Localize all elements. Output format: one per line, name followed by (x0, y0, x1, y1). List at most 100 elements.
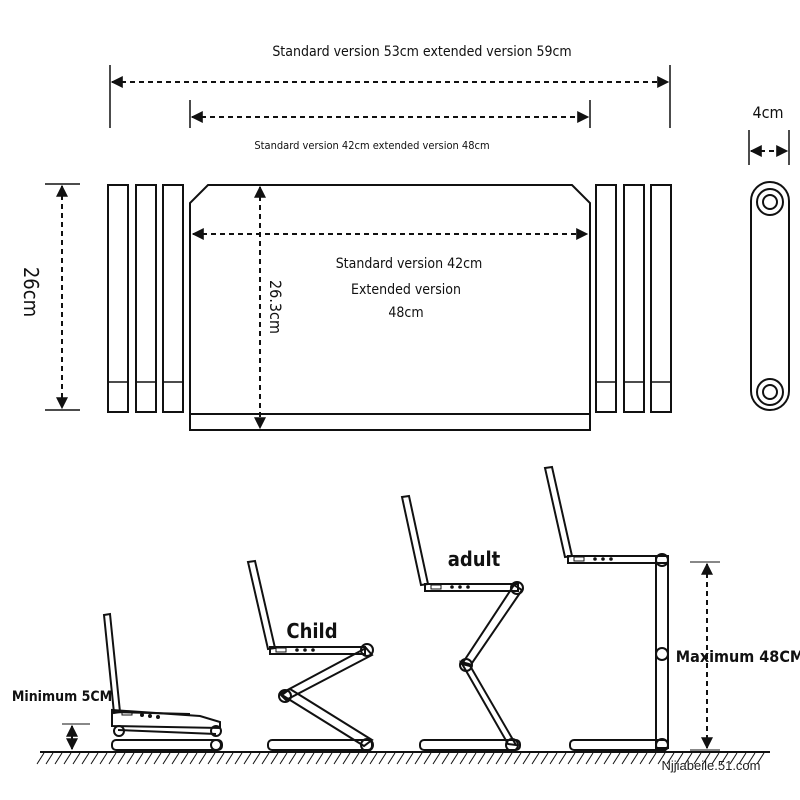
floor-hatch-line (558, 752, 567, 765)
floor-hatch-line (324, 752, 333, 765)
right-leg-bars (595, 184, 672, 413)
floor-hatch-line (117, 752, 126, 765)
floor-hatch-line (432, 752, 441, 765)
floor-hatch-line (450, 752, 459, 765)
floor-hatch-line (576, 752, 585, 765)
floor-hatch-line (270, 752, 279, 765)
tray-depth-label: 26.3cm (266, 280, 285, 334)
floor-hatch-line (423, 752, 432, 765)
floor-hatch-line (531, 752, 540, 765)
arm-width-label: 4cm (752, 103, 783, 122)
floor-hatch-line (387, 752, 396, 765)
arm-body (750, 181, 790, 411)
floor-hatch-line (180, 752, 189, 765)
height-views: Minimum 5CM Child (12, 465, 800, 765)
floor-hatch-line (297, 752, 306, 765)
stand-maximum: Maximum 48CM (543, 465, 800, 752)
tray-width-label-line2: Extended version (351, 282, 461, 298)
floor-hatch-line (144, 752, 153, 765)
left-depth-label: 26cm (19, 267, 43, 317)
floor-hatch-line (711, 752, 720, 765)
floor-hatch-line (216, 752, 225, 765)
floor-hatch-line (594, 752, 603, 765)
floor-hatch-line (99, 752, 108, 765)
floor-hatch-line (630, 752, 639, 765)
floor-hatch-line (288, 752, 297, 765)
floor-hatch-line (468, 752, 477, 765)
floor-hatch-line (648, 752, 657, 765)
floor-hatch-line (657, 752, 666, 765)
arm-side-view: 4cm (748, 103, 790, 411)
floor-hatch-line (504, 752, 513, 765)
floor-hatch-line (675, 752, 684, 765)
floor-hatch-line (603, 752, 612, 765)
floor-hatch-line (378, 752, 387, 765)
floor-hatch-line (441, 752, 450, 765)
floor-hatch-line (351, 752, 360, 765)
stand-minimum: Minimum 5CM (12, 612, 223, 751)
floor-hatch-line (405, 752, 414, 765)
floor-hatch-line (585, 752, 594, 765)
tray-width-label-line1: Standard version 42cm (336, 256, 483, 272)
top-view: Standard version 53cm extended version 5… (19, 44, 790, 431)
floor-hatch-line (279, 752, 288, 765)
floor-hatch-line (396, 752, 405, 765)
floor-hatch-line (702, 752, 711, 765)
floor-hatch-line (252, 752, 261, 765)
floor-hatch-line (126, 752, 135, 765)
floor-hatch-line (63, 752, 72, 765)
floor-hatch-line (756, 752, 765, 765)
child-label: Child (286, 619, 337, 643)
floor-hatch-line (135, 752, 144, 765)
stand-child: Child (246, 559, 374, 752)
stand-adult: adult (400, 494, 524, 752)
floor-hatch-line (306, 752, 315, 765)
minimum-label: Minimum 5CM (12, 689, 112, 705)
floor-hatch-line (747, 752, 756, 765)
floor-hatch-line (729, 752, 738, 765)
floor-hatch-line (720, 752, 729, 765)
floor-hatching (36, 752, 765, 765)
inner-width-label: Standard version 42cm extended version 4… (254, 139, 489, 152)
floor-hatch-line (414, 752, 423, 765)
floor-hatch-line (54, 752, 63, 765)
floor-hatch-line (207, 752, 216, 765)
floor-hatch-line (108, 752, 117, 765)
floor-hatch-line (342, 752, 351, 765)
tray-outline (189, 184, 591, 431)
floor-hatch-line (162, 752, 171, 765)
left-leg-bars (107, 184, 184, 413)
floor-hatch-line (36, 752, 45, 765)
floor-hatch-line (459, 752, 468, 765)
floor-hatch-line (549, 752, 558, 765)
adult-label: adult (448, 547, 501, 571)
floor-hatch-line (225, 752, 234, 765)
floor-hatch-line (486, 752, 495, 765)
floor-hatch-line (72, 752, 81, 765)
floor-hatch-line (693, 752, 702, 765)
floor-hatch-line (81, 752, 90, 765)
floor-hatch-line (684, 752, 693, 765)
tray-width-label-line3: 48cm (388, 305, 423, 321)
floor-hatch-line (738, 752, 747, 765)
floor-hatch-line (315, 752, 324, 765)
floor-hatch-line (189, 752, 198, 765)
floor-hatch-line (639, 752, 648, 765)
floor-hatch-line (360, 752, 369, 765)
maximum-label: Maximum 48CM (676, 647, 800, 666)
floor-hatch-line (522, 752, 531, 765)
overall-width-label: Standard version 53cm extended version 5… (272, 44, 571, 60)
floor-hatch-line (369, 752, 378, 765)
floor-hatch-line (153, 752, 162, 765)
floor-hatch-line (45, 752, 54, 765)
floor-hatch-line (495, 752, 504, 765)
watermark-text: Njjiabeile.51.com (662, 758, 761, 773)
floor-hatch-line (567, 752, 576, 765)
floor-hatch-line (612, 752, 621, 765)
floor-hatch-line (198, 752, 207, 765)
floor-hatch-line (171, 752, 180, 765)
floor-hatch-line (234, 752, 243, 765)
floor-hatch-line (90, 752, 99, 765)
floor-hatch-line (621, 752, 630, 765)
